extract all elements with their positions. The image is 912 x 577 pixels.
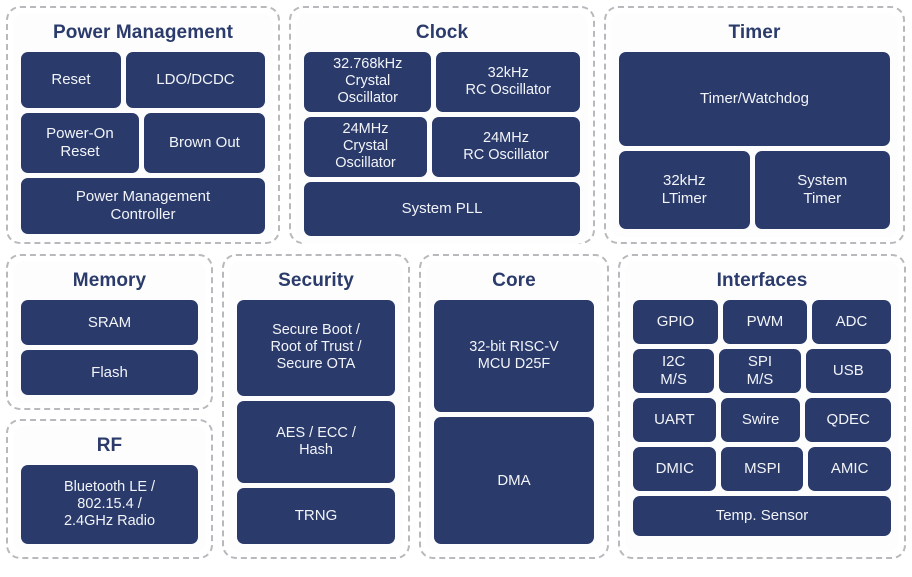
block-ldo-dcdc[interactable]: LDO/DCDC xyxy=(125,51,265,108)
group-security-panel: Security Secure Boot / Root of Trust / S… xyxy=(229,261,403,552)
block-row: GPIO PWM ADC xyxy=(633,299,891,344)
block-usb[interactable]: USB xyxy=(805,348,892,393)
group-memory-panel: Memory SRAM Flash xyxy=(13,261,206,403)
block-swire[interactable]: Swire xyxy=(720,397,801,442)
block-system-timer[interactable]: System Timer xyxy=(754,150,891,229)
block-row: Secure Boot / Root of Trust / Secure OTA xyxy=(237,299,395,396)
group-security: Security Secure Boot / Root of Trust / S… xyxy=(222,254,410,559)
group-power-management-panel: Power Management Reset LDO/DCDC Power-On… xyxy=(13,13,273,242)
block-32khz-rc-oscillator[interactable]: 32kHz RC Oscillator xyxy=(436,51,581,112)
group-interfaces-blocks: GPIO PWM ADC I2C M/S SPI M/S USB UART Sw… xyxy=(633,299,892,544)
group-timer-panel: Timer Timer/Watchdog 32kHz LTimer System… xyxy=(611,13,898,237)
group-power-management: Power Management Reset LDO/DCDC Power-On… xyxy=(6,6,280,244)
group-interfaces-panel: Interfaces GPIO PWM ADC I2C M/S SPI M/S … xyxy=(625,261,899,552)
block-row: Timer/Watchdog xyxy=(619,51,890,146)
block-power-management-controller[interactable]: Power Management Controller xyxy=(21,177,265,234)
block-row: UART Swire QDEC xyxy=(633,397,891,442)
group-title-interfaces: Interfaces xyxy=(716,270,808,291)
block-gpio[interactable]: GPIO xyxy=(633,299,718,344)
block-row: Flash xyxy=(21,349,198,396)
group-clock: Clock 32.768kHz Crystal Oscillator 32kHz… xyxy=(289,6,595,244)
block-row: 24MHz Crystal Oscillator 24MHz RC Oscill… xyxy=(304,116,580,177)
block-row: 32kHz LTimer System Timer xyxy=(619,150,891,229)
block-aes-ecc-hash[interactable]: AES / ECC / Hash xyxy=(237,400,395,483)
block-pwm[interactable]: PWM xyxy=(722,299,807,344)
block-24mhz-crystal-oscillator[interactable]: 24MHz Crystal Oscillator xyxy=(304,116,428,177)
block-row: SRAM xyxy=(21,299,198,345)
group-memory: Memory SRAM Flash xyxy=(6,254,213,410)
block-flash[interactable]: Flash xyxy=(21,349,198,396)
group-clock-blocks: 32.768kHz Crystal Oscillator 32kHz RC Os… xyxy=(304,51,581,236)
block-row: DMIC MSPI AMIC xyxy=(633,446,891,491)
block-sram[interactable]: SRAM xyxy=(21,299,198,345)
diagram-row-top: Power Management Reset LDO/DCDC Power-On… xyxy=(6,6,906,244)
group-title-clock: Clock xyxy=(415,22,469,43)
block-row: DMA xyxy=(434,416,594,544)
block-adc[interactable]: ADC xyxy=(811,299,891,344)
diagram-row-bottom: Memory SRAM Flash RF xyxy=(6,254,906,559)
group-rf: RF Bluetooth LE / 802.15.4 / 2.4GHz Radi… xyxy=(6,419,213,559)
group-core-panel: Core 32-bit RISC-V MCU D25F DMA xyxy=(426,261,602,552)
group-title-memory: Memory xyxy=(72,270,147,291)
block-i2c-ms[interactable]: I2C M/S xyxy=(633,348,715,393)
block-row: Power-On Reset Brown Out xyxy=(21,112,265,173)
block-qdec[interactable]: QDEC xyxy=(805,397,891,442)
block-temp-sensor[interactable]: Temp. Sensor xyxy=(633,495,891,536)
group-interfaces: Interfaces GPIO PWM ADC I2C M/S SPI M/S … xyxy=(618,254,906,559)
block-brown-out[interactable]: Brown Out xyxy=(143,112,265,173)
block-spi-ms[interactable]: SPI M/S xyxy=(719,348,801,393)
group-security-blocks: Secure Boot / Root of Trust / Secure OTA… xyxy=(237,299,395,544)
group-core-blocks: 32-bit RISC-V MCU D25F DMA xyxy=(434,299,594,544)
block-dmic[interactable]: DMIC xyxy=(633,446,717,491)
group-title-timer: Timer xyxy=(728,22,781,43)
block-row: Power Management Controller xyxy=(21,177,265,234)
diagram-column-left: Memory SRAM Flash RF xyxy=(6,254,213,559)
block-dma[interactable]: DMA xyxy=(434,416,594,544)
group-rf-blocks: Bluetooth LE / 802.15.4 / 2.4GHz Radio xyxy=(21,464,198,544)
block-row: System PLL xyxy=(304,181,580,236)
block-row: TRNG xyxy=(237,487,395,544)
block-mspi[interactable]: MSPI xyxy=(721,446,804,491)
block-24mhz-rc-oscillator[interactable]: 24MHz RC Oscillator xyxy=(432,116,580,177)
group-rf-panel: RF Bluetooth LE / 802.15.4 / 2.4GHz Radi… xyxy=(13,426,206,552)
block-row: 32.768kHz Crystal Oscillator 32kHz RC Os… xyxy=(304,51,581,112)
block-row: Temp. Sensor xyxy=(633,495,891,536)
group-core: Core 32-bit RISC-V MCU D25F DMA xyxy=(419,254,609,559)
block-32-bit-risc-v-mcu-d25f[interactable]: 32-bit RISC-V MCU D25F xyxy=(434,299,594,412)
block-32khz-ltimer[interactable]: 32kHz LTimer xyxy=(619,150,750,229)
block-trng[interactable]: TRNG xyxy=(237,487,395,544)
block-reset[interactable]: Reset xyxy=(21,51,121,108)
group-title-rf: RF xyxy=(96,435,123,456)
block-row: Bluetooth LE / 802.15.4 / 2.4GHz Radio xyxy=(21,464,198,544)
group-clock-panel: Clock 32.768kHz Crystal Oscillator 32kHz… xyxy=(296,13,588,244)
block-row: 32-bit RISC-V MCU D25F xyxy=(434,299,594,412)
block-row: AES / ECC / Hash xyxy=(237,400,395,483)
block-row: I2C M/S SPI M/S USB xyxy=(633,348,892,393)
block-secure-boot-root-of-trust-secure-ota[interactable]: Secure Boot / Root of Trust / Secure OTA xyxy=(237,299,395,396)
group-title-core: Core xyxy=(492,270,536,291)
group-title-power-management: Power Management xyxy=(52,22,234,43)
block-system-pll[interactable]: System PLL xyxy=(304,181,580,236)
block-power-on-reset[interactable]: Power-On Reset xyxy=(21,112,139,173)
block-timer-watchdog[interactable]: Timer/Watchdog xyxy=(619,51,890,146)
group-timer-blocks: Timer/Watchdog 32kHz LTimer System Timer xyxy=(619,51,891,229)
group-title-security: Security xyxy=(278,270,354,291)
block-amic[interactable]: AMIC xyxy=(808,446,891,491)
block-row: Reset LDO/DCDC xyxy=(21,51,265,108)
group-power-management-blocks: Reset LDO/DCDC Power-On Reset Brown Out … xyxy=(21,51,265,234)
block-bluetooth-le-802154-24ghz-radio[interactable]: Bluetooth LE / 802.15.4 / 2.4GHz Radio xyxy=(21,464,198,544)
group-memory-blocks: SRAM Flash xyxy=(21,299,198,396)
group-timer: Timer Timer/Watchdog 32kHz LTimer System… xyxy=(604,6,905,244)
block-32768khz-crystal-oscillator[interactable]: 32.768kHz Crystal Oscillator xyxy=(304,51,432,112)
block-uart[interactable]: UART xyxy=(633,397,716,442)
